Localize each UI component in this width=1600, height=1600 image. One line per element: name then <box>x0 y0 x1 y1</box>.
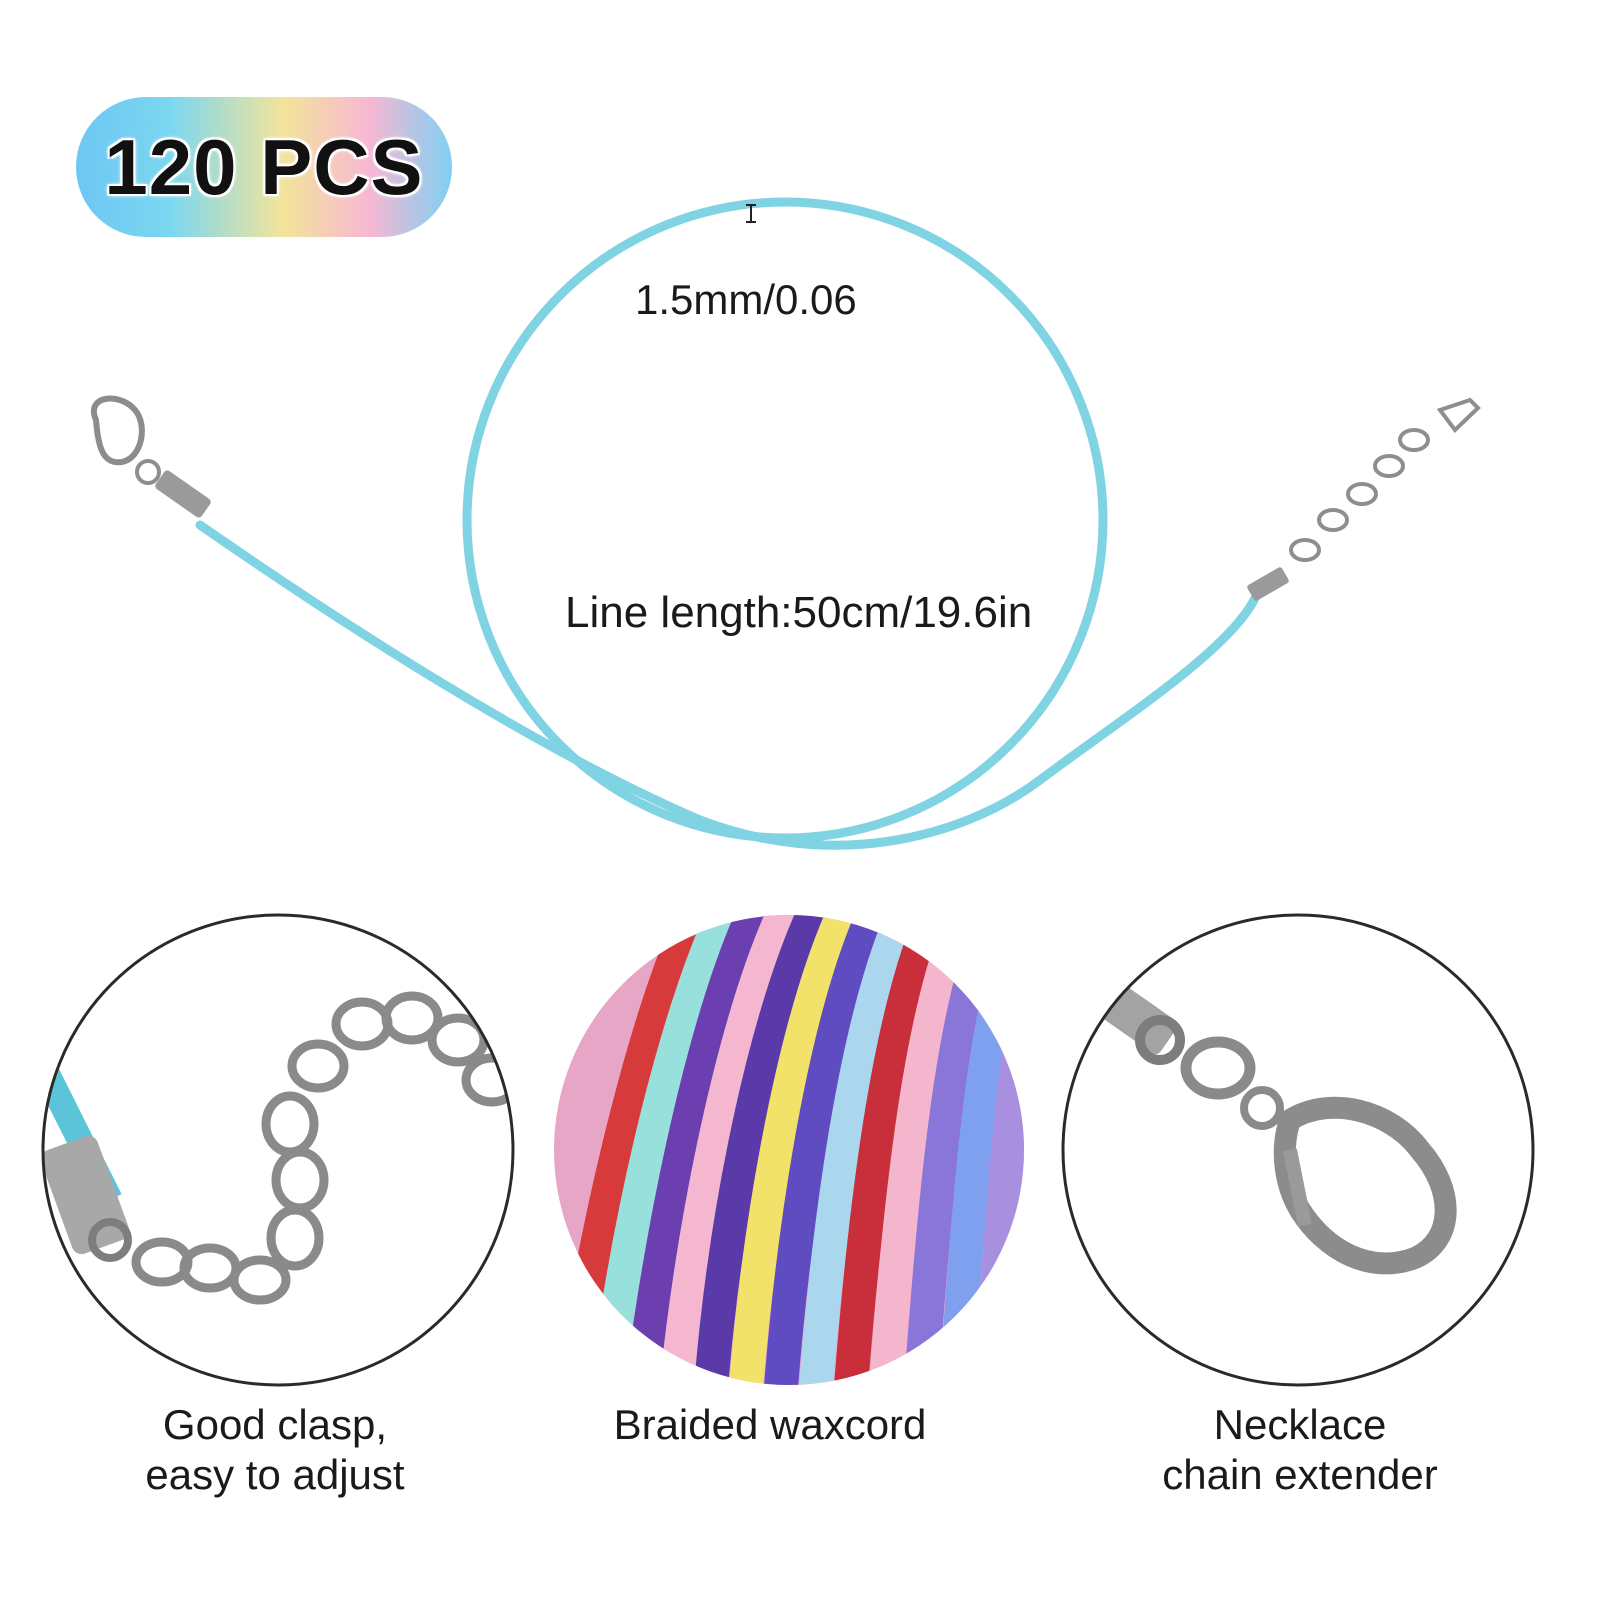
feature-caption-line: Good clasp, <box>162 1401 388 1448</box>
necklace-cord <box>195 197 1260 850</box>
extender-chain-icon <box>1247 397 1481 601</box>
quantity-badge: 120 PCS <box>76 97 452 237</box>
feature-caption-line: Necklace <box>1213 1401 1387 1448</box>
feature-caption-line: Braided waxcord <box>613 1401 927 1448</box>
length-label: Line length:50cm/19.6in <box>565 588 1033 637</box>
feature-caption-line: easy to adjust <box>145 1451 405 1498</box>
feature-caption-clasp: Good clasp, easy to adjust <box>90 1400 460 1500</box>
feature-caption-waxcord: Braided waxcord <box>560 1400 980 1450</box>
clasp-closeup <box>41 913 515 1387</box>
waxcord-closeup <box>554 915 1024 1385</box>
feature-caption-extender: Necklace chain extender <box>1100 1400 1500 1500</box>
lobster-clasp-icon <box>91 395 211 518</box>
extender-closeup <box>1061 913 1535 1387</box>
feature-caption-line: chain extender <box>1162 1451 1438 1498</box>
quantity-badge-text: 120 PCS <box>104 122 424 211</box>
thickness-label: 1.5mm/0.06 <box>635 276 857 323</box>
